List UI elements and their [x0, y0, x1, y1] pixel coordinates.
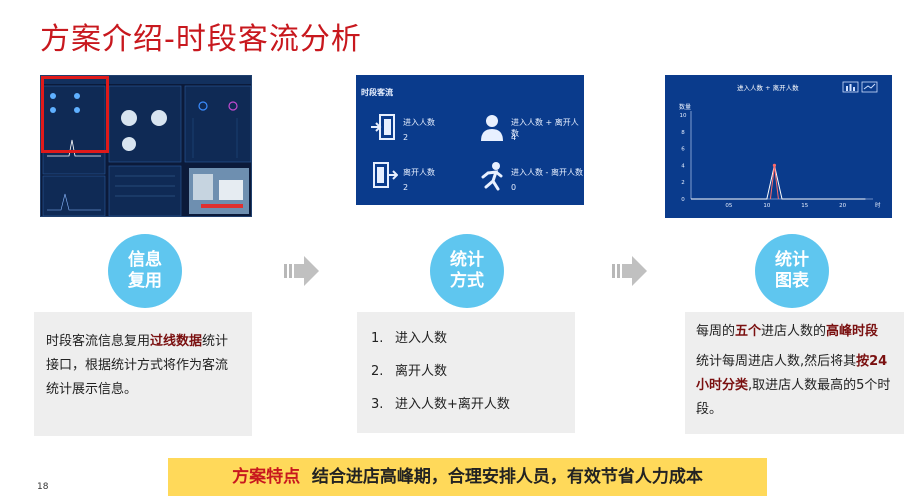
- bar-chart-toggle-icon[interactable]: [842, 81, 859, 93]
- banner-text: 结合进店高峰期，合理安排人员，有效节省人力成本: [311, 467, 703, 487]
- list-item: 2. 离开人数: [371, 358, 575, 391]
- panel-header: 时段客流: [361, 88, 393, 97]
- reuse-text-1: 时段客流信息复用: [46, 334, 151, 349]
- step-circle-method-line1: 统计: [450, 250, 484, 270]
- arrow-right-icon: [612, 256, 647, 286]
- desc-text: 进店人数的: [761, 324, 827, 339]
- desc-text: 每周的: [696, 324, 736, 339]
- y-tick-label: 0: [681, 197, 685, 203]
- banner-label: 方案特点: [232, 467, 301, 487]
- y-tick-label: 10: [680, 113, 687, 119]
- feature-banner: 方案特点 结合进店高峰期，合理安排人员，有效节省人力成本: [168, 458, 767, 496]
- chart-description-para2: 统计每周进店人数,然后将其按24小时分类,取进店人数最高的5个时段。: [696, 350, 894, 422]
- tile-sum-value: 4: [511, 133, 517, 142]
- list-item-text: 进入人数+离开人数: [395, 397, 510, 412]
- y-tick-label: 4: [681, 163, 685, 169]
- x-axis-end-label: 时: [875, 201, 881, 209]
- page-title: 方案介绍-时段客流分析: [40, 22, 362, 57]
- arrow-right-icon: [284, 256, 319, 286]
- step-circle-reuse-line1: 信息: [128, 250, 162, 270]
- enter-door-icon: [371, 114, 395, 140]
- highlight-box: [41, 76, 109, 153]
- data-point: [772, 163, 777, 167]
- person-icon: [481, 115, 503, 141]
- running-person-icon: [481, 162, 503, 191]
- step-circle-chart-line2: 图表: [775, 271, 809, 291]
- chart-description-para1: 每周的五个进店人数的高峰时段: [696, 320, 894, 344]
- tile-leave-label: 离开人数: [403, 168, 435, 177]
- desc-text: ,取进店人数最高的5个时段。: [696, 378, 891, 417]
- desc-highlight: 五个: [735, 324, 762, 339]
- tile-enter-value: 2: [403, 133, 409, 142]
- list-item: 1. 进入人数: [371, 325, 575, 358]
- tile-leave-value: 2: [403, 183, 409, 192]
- list-item-text: 进入人数: [395, 331, 448, 346]
- desc-highlight: 高峰时段: [826, 324, 879, 339]
- dashboard-thumbnail-graphic: [41, 76, 251, 216]
- reuse-description: 时段客流信息复用过线数据统计接口，根据统计方式将作为客流统计展示信息。: [34, 312, 252, 436]
- tile-sum-label: 进入人数 + 离开人数: [511, 118, 579, 138]
- x-tick-label: 20: [839, 203, 846, 209]
- x-tick-label: 05: [725, 203, 732, 209]
- desc-highlight: 按24小时分类: [696, 354, 888, 393]
- step-circle-chart: 统计 图表: [755, 234, 829, 308]
- page-number: 18: [37, 482, 49, 492]
- desc-text: 统计每周进店人数,然后将其: [696, 354, 857, 369]
- chart-description: 每周的五个进店人数的高峰时段 统计每周进店人数,然后将其按24小时分类,取进店人…: [685, 312, 904, 434]
- exit-door-icon: [373, 162, 398, 188]
- x-tick-label: 15: [801, 203, 808, 209]
- y-tick-label: 6: [681, 147, 685, 153]
- line-chart-toggle-icon[interactable]: [861, 81, 878, 93]
- counting-panel-screenshot: 时段客流 进入人数 2 进入人数 + 离开人数 4 离开人数 2 进入人数 - …: [356, 75, 584, 205]
- step-circle-reuse: 信息 复用: [108, 234, 182, 308]
- step-circle-chart-line1: 统计: [775, 250, 809, 270]
- x-tick-label: 10: [763, 203, 770, 209]
- step-circle-method: 统计 方式: [430, 234, 504, 308]
- list-item-number: 3.: [371, 397, 384, 412]
- peak-marker: [769, 165, 775, 200]
- list-item-number: 2.: [371, 364, 384, 379]
- step-circle-reuse-line2: 复用: [128, 271, 162, 291]
- series-line: [691, 165, 866, 200]
- list-item-text: 离开人数: [395, 364, 448, 379]
- reuse-text-2: 统计接口，根据统计方式将作为客流统计展示信息。: [46, 334, 229, 397]
- peak-marker: [773, 165, 779, 200]
- reuse-text-highlight: 过线数据: [150, 334, 203, 349]
- y-tick-label: 8: [681, 130, 685, 136]
- list-item-number: 1.: [371, 331, 384, 346]
- tile-diff-label: 进入人数 - 离开人数: [511, 168, 583, 177]
- method-list: 1. 进入人数 2. 离开人数 3. 进入人数+离开人数: [357, 312, 575, 433]
- list-item: 3. 进入人数+离开人数: [371, 391, 575, 424]
- chart-legend: 进入人数 + 离开人数: [737, 83, 799, 92]
- step-circle-method-line2: 方式: [450, 271, 484, 291]
- y-axis-label: 数量: [679, 103, 691, 111]
- tile-enter-label: 进入人数: [403, 118, 435, 127]
- tile-diff-value: 0: [511, 183, 517, 192]
- dashboard-screenshot: [40, 75, 252, 217]
- y-tick-label: 2: [681, 180, 685, 186]
